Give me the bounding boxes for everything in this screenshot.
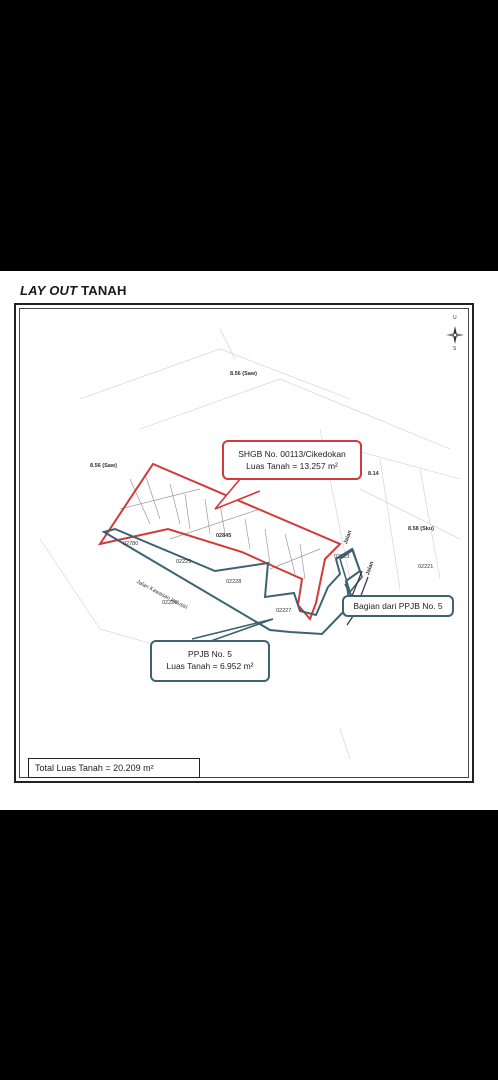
ppjb-callout-pointer bbox=[191, 618, 274, 643]
page-title-rest: TANAH bbox=[81, 283, 127, 298]
bagian-callout: Bagian dari PPJB No. 5 bbox=[342, 595, 454, 617]
map-area: U S 8.56 (Saw) 8.56 (Saw) 8.58 (Sku) 8.1… bbox=[19, 308, 469, 778]
shgb-callout: SHGB No. 00113/Cikedokan Luas Tanah = 13… bbox=[222, 440, 362, 480]
map-label-right: 8.58 (Sku) bbox=[408, 526, 434, 532]
parcel-label: 02845 bbox=[216, 533, 232, 539]
page-title: LAY OUT TANAH bbox=[20, 283, 127, 298]
shgb-callout-line1: SHGB No. 00113/Cikedokan bbox=[238, 449, 346, 459]
parcel-label: 02227 bbox=[276, 608, 292, 614]
parcel-label: 02229 bbox=[176, 559, 192, 565]
parcel-label: 02226 bbox=[162, 600, 178, 606]
map-label-left: 8.56 (Saw) bbox=[90, 463, 117, 469]
parcel-hatching bbox=[119, 473, 321, 580]
bagian-parcel-outline bbox=[339, 548, 363, 594]
ppjb-callout-line2: Luas Tanah = 6.952 m² bbox=[166, 661, 254, 672]
compass-north-label: U bbox=[453, 315, 457, 321]
page-title-italic: LAY OUT bbox=[20, 283, 78, 298]
compass-rose-icon bbox=[446, 326, 464, 344]
shgb-callout-pointer bbox=[214, 478, 261, 510]
ppjb-parcel-outline bbox=[101, 527, 362, 636]
compass: U S bbox=[445, 315, 465, 355]
site-map bbox=[39, 328, 461, 760]
map-frame: U S 8.56 (Saw) 8.56 (Saw) 8.58 (Sku) 8.1… bbox=[14, 303, 474, 783]
parcel-label: 02221 bbox=[418, 564, 434, 570]
total-area-box: Total Luas Tanah = 20.209 m² bbox=[28, 758, 200, 778]
map-label-top: 8.56 (Saw) bbox=[230, 371, 257, 377]
parcel-label: 02228 bbox=[226, 579, 242, 585]
compass-south-label: S bbox=[453, 346, 457, 352]
parcel-label: 02780 bbox=[123, 541, 139, 547]
map-label-east-num: 8.14 bbox=[368, 471, 379, 477]
shgb-callout-line2: Luas Tanah = 13.257 m² bbox=[246, 461, 338, 472]
ppjb-callout-line1: PPJB No. 5 bbox=[188, 649, 232, 659]
ppjb-callout: PPJB No. 5 Luas Tanah = 6.952 m² bbox=[150, 640, 270, 682]
parcel-label: 02223 bbox=[334, 554, 350, 560]
document-page: LAY OUT TANAH bbox=[0, 271, 498, 810]
bagian-callout-text: Bagian dari PPJB No. 5 bbox=[353, 601, 443, 611]
